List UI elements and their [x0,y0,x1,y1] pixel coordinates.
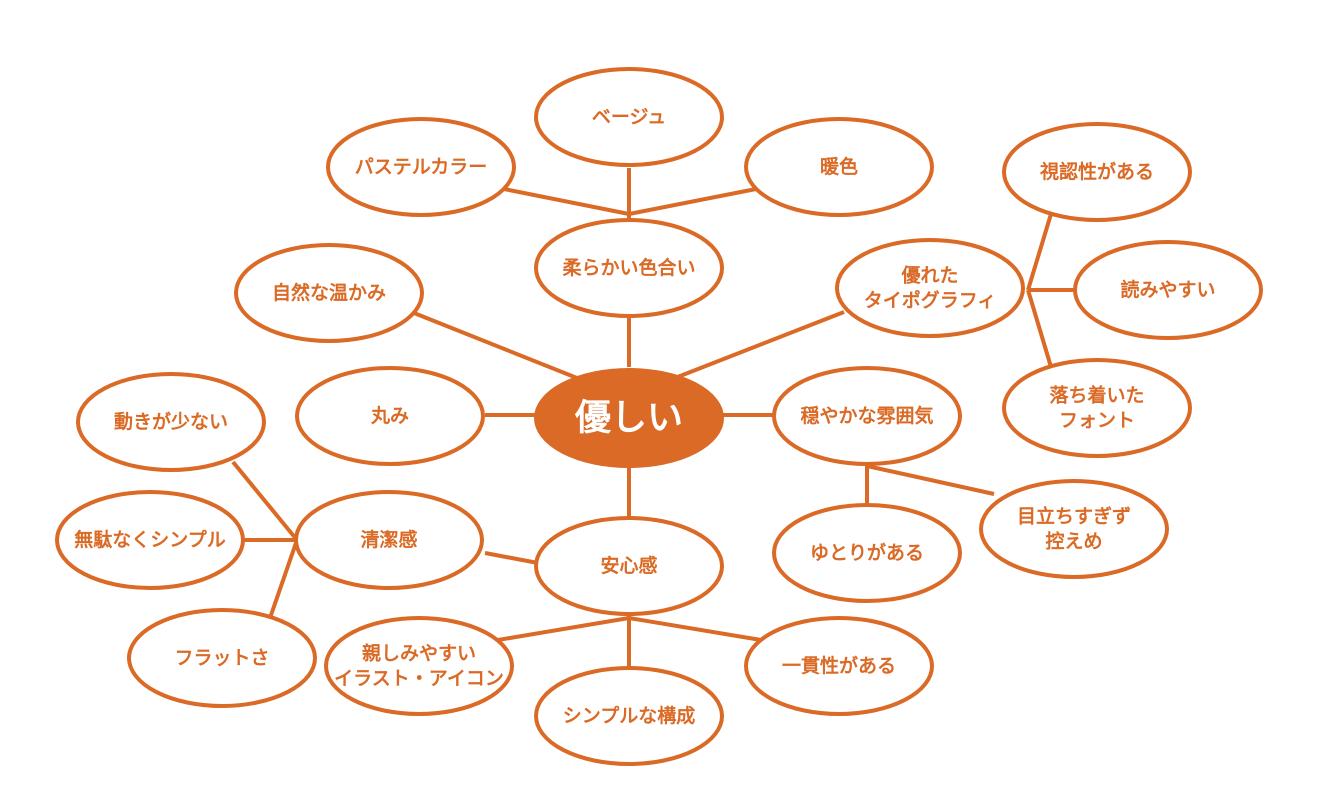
node-simple-kosei: シンプルな構成 [534,666,724,766]
node-label: 優れた [900,264,958,287]
node-danshoku: 暖色 [744,117,934,217]
node-label: 無駄なくシンプル [74,528,225,551]
node-ellipse [324,616,514,716]
node-beige: ベージュ [534,67,724,167]
node-label: 穏やかな雰囲気 [800,404,933,427]
mind-map-edges [231,168,1075,668]
node-label: フラットさ [174,647,269,669]
node-label: 一貫性がある [782,654,896,677]
node-label: 目立ちすぎず [1017,505,1131,528]
node-ellipse [294,490,484,590]
node-ellipse [772,366,962,466]
node-label: 落ち着いた [1049,384,1144,407]
node-yutori: ゆとりがある [772,503,962,603]
node-ellipse [835,238,1025,338]
node-odayaka: 穏やかな雰囲気 [772,366,962,466]
node-ellipse [295,366,485,466]
node-ellipse [744,616,934,716]
node-label: 親しみやすい [362,642,476,665]
connector-line [268,539,299,619]
node-ellipse [534,666,724,766]
node-label: 読みやすい [1120,278,1215,301]
central-node: 優しい [534,368,724,468]
node-marumi: 丸み [295,366,485,466]
node-ellipse [534,67,724,167]
node-ellipse [979,479,1169,579]
connector-line [674,310,845,380]
node-label: フォント [1059,410,1135,432]
node-yawarakai: 柔らかい色合い [534,218,724,318]
connector-line [413,311,583,382]
node-anshin: 安心感 [534,516,724,616]
node-ellipse [1002,122,1192,222]
connector-line [503,187,630,216]
node-shizen: 自然な温かみ [234,243,424,343]
node-shinin: 視認性がある [1002,122,1192,222]
node-flat: フラットさ [127,608,317,708]
node-label: 動きが少ない [114,410,228,433]
node-label: 柔らかい色合い [562,256,695,279]
node-ikkan: 一貫性がある [744,616,934,716]
node-ellipse [744,117,934,217]
node-label: シンプルな構成 [563,704,695,727]
connector-line [628,187,757,216]
node-ellipse [534,368,724,468]
node-ugoki: 動きが少ない [76,372,266,472]
node-label: ゆとりがある [810,541,924,564]
node-label: 暖色 [820,155,858,178]
connector-line [1026,213,1053,291]
node-label: イラスト・アイコン [334,668,504,690]
node-ellipse [1002,358,1192,458]
connector-line [628,616,762,642]
connector-line [497,616,630,642]
connector-line [866,464,995,496]
node-label: パステルカラー [355,156,487,178]
node-ellipse [55,490,245,590]
node-label: 控えめ [1045,530,1102,553]
node-label: 清潔感 [360,528,417,551]
node-label: ベージュ [592,106,666,128]
node-ellipse [772,503,962,603]
connector-line [231,460,299,542]
node-label: 自然な温かみ [272,281,386,304]
connector-line [1026,289,1053,368]
node-ellipse [76,372,266,472]
node-yomi: 読みやすい [1073,240,1263,340]
node-label: 優しい [574,398,683,439]
node-mudanaku: 無駄なくシンプル [55,490,245,590]
node-seiketsu: 清潔感 [294,490,484,590]
connector-line [484,551,539,565]
node-ellipse [326,117,516,217]
node-pastel: パステルカラー [326,117,516,217]
node-ellipse [1073,240,1263,340]
node-ellipse [234,243,424,343]
node-ellipse [534,516,724,616]
node-label: 丸み [370,405,409,427]
node-ellipse [127,608,317,708]
node-ellipse [534,218,724,318]
node-label: 視認性がある [1039,160,1154,183]
node-label: タイポグラフィ [864,289,997,312]
node-label: 安心感 [600,554,657,577]
